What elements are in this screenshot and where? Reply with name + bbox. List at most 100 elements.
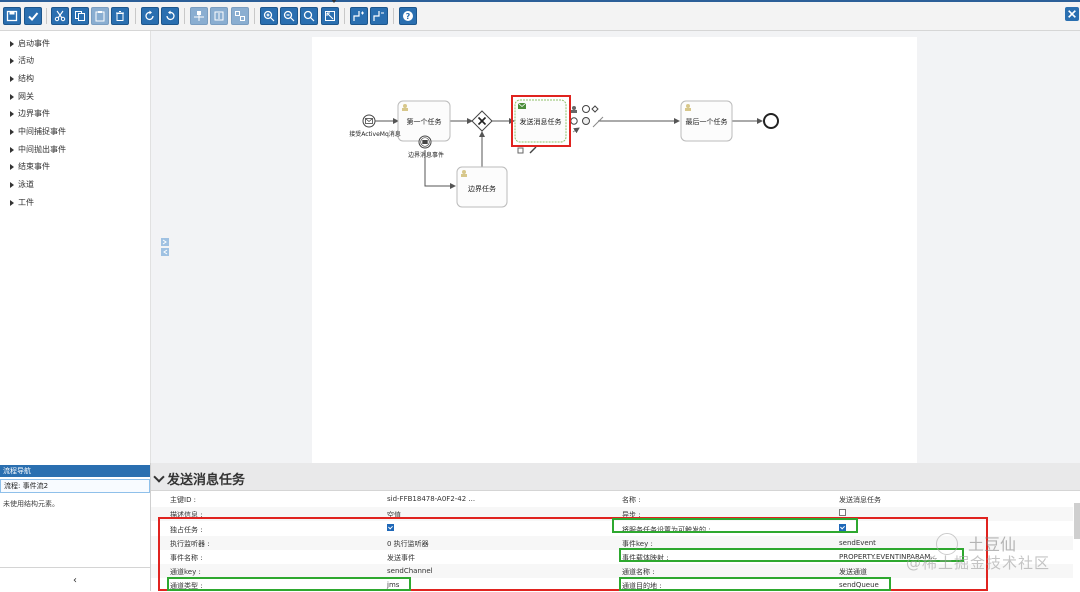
palette-item-boundary-event[interactable]: 边界事件 — [10, 107, 50, 121]
undo-icon[interactable] — [161, 7, 179, 25]
boundary-message-event[interactable] — [418, 135, 432, 149]
palette-item-label: 中间抛出事件 — [18, 145, 66, 154]
palette-item-swimlane[interactable]: 泳道 — [10, 178, 34, 192]
exclusive-gateway[interactable] — [471, 110, 493, 132]
palette-item-label: 中间捕捉事件 — [18, 127, 66, 136]
chevron-right-icon — [10, 41, 14, 47]
palette-item-structure[interactable]: 结构 — [10, 72, 34, 86]
toolbar-separator — [135, 8, 136, 24]
collapse-palette-icon[interactable] — [161, 238, 169, 256]
toolbar-separator — [184, 8, 185, 24]
toolbar-separator — [254, 8, 255, 24]
gateway-icon — [591, 105, 599, 113]
palette-item-end-event[interactable]: 结束事件 — [10, 160, 50, 174]
redo-icon[interactable] — [141, 7, 159, 25]
chevron-right-icon — [10, 76, 14, 82]
save-icon[interactable] — [3, 7, 21, 25]
bend-remove-icon[interactable] — [370, 7, 388, 25]
cut-icon[interactable] — [51, 7, 69, 25]
property-value: sendEvent — [839, 539, 876, 547]
palette-item-activity[interactable]: 活动 — [10, 54, 34, 68]
palette-item-label: 网关 — [18, 92, 34, 101]
property-value: 发送通道 — [839, 568, 867, 576]
close-icon[interactable] — [1065, 7, 1079, 21]
watermark: 土豆仙 @稀土掘金技术社区 — [906, 528, 1080, 588]
highlight-properties — [158, 517, 988, 591]
property-value: sendChannel — [387, 567, 433, 575]
task-send-message[interactable] — [514, 99, 567, 143]
sequence-flow[interactable] — [424, 150, 456, 189]
chevron-right-icon — [10, 200, 14, 206]
check-icon[interactable] — [24, 7, 42, 25]
svg-text:?: ? — [406, 12, 411, 21]
paste-icon[interactable] — [91, 7, 109, 25]
zoom-actual-icon[interactable] — [300, 7, 318, 25]
watermark-name: 土豆仙 — [968, 535, 1017, 554]
copy-icon[interactable] — [71, 7, 89, 25]
palette-item-artifact[interactable]: 工件 — [10, 196, 34, 210]
highlight-triggerable — [612, 518, 858, 533]
property-row[interactable]: 主键ID : sid-FFB18478-A0F2-42 ... 名称 : 发送消… — [151, 492, 1073, 506]
task-last[interactable] — [680, 100, 733, 142]
property-row[interactable]: 通道类型 : jms 通道目的地 : sendQueue — [151, 578, 1073, 592]
chevron-right-icon — [10, 111, 14, 117]
user-icon — [403, 104, 407, 108]
property-value: sendQueue — [839, 581, 879, 589]
watermark-subtitle: @稀土掘金技术社区 — [906, 554, 1051, 572]
zoom-fit-icon[interactable] — [321, 7, 339, 25]
user-icon — [571, 110, 577, 113]
wechat-icon — [936, 533, 958, 555]
property-row[interactable]: 独占任务 : 将服务任务设置为可触发的 : — [151, 522, 1073, 536]
properties-header[interactable]: 发送消息任务 — [151, 463, 1080, 491]
bend-add-icon[interactable] — [350, 7, 368, 25]
task-last-label: 最后一个任务 — [685, 118, 728, 126]
navigator-process-row[interactable]: 流程: 事件流2 — [0, 479, 150, 493]
palette-item-label: 泳道 — [18, 180, 34, 189]
delete-icon[interactable] — [111, 7, 129, 25]
properties-title: 发送消息任务 — [167, 473, 246, 488]
palette-item-gateway[interactable]: 网关 — [10, 90, 34, 104]
chevron-right-icon — [10, 94, 14, 100]
send-back-icon[interactable] — [231, 7, 249, 25]
chevron-down-icon — [153, 471, 165, 483]
property-value: 0 执行监听器 — [387, 540, 429, 548]
highlight-send-task — [511, 95, 571, 147]
property-row[interactable]: 通道key : sendChannel 通道名称 : 发送通道 — [151, 564, 1073, 578]
end-event[interactable] — [763, 113, 779, 129]
chevron-left-icon: ‹ — [73, 574, 77, 586]
chevron-right-icon — [10, 147, 14, 153]
palette-item-catch-event[interactable]: 中间捕捉事件 — [10, 125, 66, 139]
palette-item-start-event[interactable]: 启动事件 — [10, 37, 50, 51]
align-icon[interactable] — [190, 7, 208, 25]
palette-item-throw-event[interactable]: 中间抛出事件 — [10, 143, 66, 157]
property-value: sid-FFB18478-A0F2-42 ... — [387, 495, 476, 503]
shape-palette: 启动事件 活动 结构 网关 边界事件 中间捕捉事件 中间抛出事件 结束事件 泳道… — [0, 31, 151, 463]
properties-scrollbar[interactable] — [1074, 503, 1080, 539]
property-key: 执行监听器 : — [170, 540, 210, 548]
toolbar-separator — [393, 8, 394, 24]
triggerable-checkbox[interactable] — [839, 524, 846, 531]
property-value: PROPERTY.EVENTINPARAM... — [839, 553, 938, 561]
property-value: 发送消息任务 — [839, 496, 881, 504]
collapse-navigator-button[interactable]: ‹ — [0, 567, 150, 592]
property-row[interactable]: 执行监听器 : 0 执行监听器 事件key : sendEvent — [151, 536, 1073, 550]
property-value: 空值 — [387, 511, 401, 519]
help-icon[interactable]: ? — [399, 7, 417, 25]
highlight-event-mapping — [619, 548, 964, 562]
bring-front-icon[interactable] — [210, 7, 228, 25]
property-value: 发送事件 — [387, 554, 415, 562]
zoom-in-icon[interactable] — [260, 7, 278, 25]
delete-icon — [517, 147, 524, 154]
start-event-label: 接受ActiveMq消息 — [349, 131, 401, 138]
process-navigator: 流程导航 流程: 事件流2 未使用结构元素。 ‹ — [0, 463, 151, 591]
palette-item-label: 活动 — [18, 56, 34, 65]
navigator-description: 未使用结构元素。 — [3, 500, 59, 508]
context-pad[interactable] — [517, 105, 604, 154]
property-row[interactable]: 事件名称 : 发送事件 事件载体映射 : PROPERTY.EVENTINPAR… — [151, 550, 1073, 564]
start-message-event[interactable] — [362, 114, 376, 128]
zoom-out-icon[interactable] — [280, 7, 298, 25]
exclusive-checkbox[interactable] — [387, 524, 394, 531]
task-boundary[interactable] — [456, 166, 508, 208]
async-checkbox[interactable] — [839, 509, 846, 516]
